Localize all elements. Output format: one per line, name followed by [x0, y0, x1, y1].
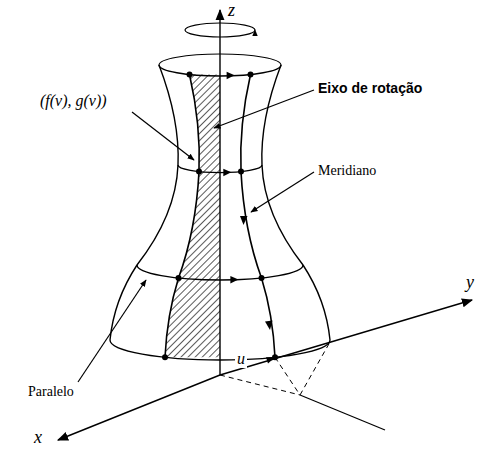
parallel-curve — [159, 54, 281, 65]
dashed-line — [300, 342, 330, 395]
dashed-line — [220, 375, 300, 395]
axis-label: z — [228, 0, 235, 21]
rotation-arrow — [185, 30, 255, 37]
hatched-region — [165, 75, 220, 358]
formula-label: (f(v), g(v)) — [40, 92, 107, 110]
parallel-curve — [178, 165, 262, 173]
direction-arrow — [240, 216, 248, 225]
dashed-line — [275, 357, 300, 395]
axis-label: x — [34, 427, 42, 448]
direction-arrow — [227, 72, 235, 80]
parallel-curve — [137, 265, 303, 280]
direction-arrow — [265, 321, 273, 331]
ray-line — [300, 395, 385, 430]
direction-arrow — [230, 276, 238, 284]
leader-line — [214, 90, 314, 128]
parallel-curve — [159, 65, 281, 76]
parallel-curve — [110, 340, 330, 360]
rotation-arc — [185, 23, 255, 30]
leader-line — [251, 172, 314, 212]
axis-label: y — [466, 272, 474, 293]
parameter-label: u — [235, 350, 247, 368]
leader-line — [132, 112, 194, 160]
leader-line — [78, 280, 146, 382]
grid-dots — [162, 72, 278, 361]
direction-arrow — [223, 169, 231, 177]
z-axis — [219, 10, 220, 375]
meridian-curve — [241, 75, 275, 358]
x-axis — [58, 375, 220, 440]
surface-outline — [110, 65, 178, 340]
y-axis — [220, 300, 472, 375]
meridian-curve — [165, 75, 199, 358]
callout-label: Paralelo — [28, 384, 74, 400]
callout-label: Eixo de rotação — [318, 80, 422, 96]
callout-label: Meridiano — [318, 163, 376, 179]
